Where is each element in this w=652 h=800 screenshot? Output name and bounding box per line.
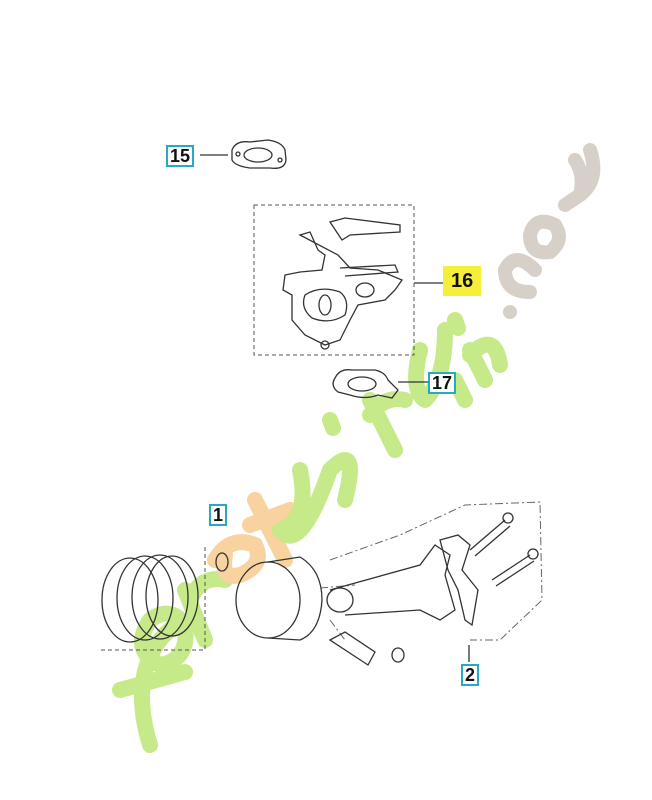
callout-2[interactable]: 2 [461, 664, 480, 686]
gasket-15-drawing [200, 139, 287, 169]
piston-assembly-drawing [100, 501, 543, 666]
callout-17[interactable]: 17 [428, 372, 457, 394]
callout-15[interactable]: 15 [166, 145, 195, 167]
gasket-17-drawing [332, 369, 428, 399]
watermark-logo [112, 143, 601, 753]
carburetor-16-drawing [253, 204, 443, 356]
callout-16[interactable]: 16 [443, 266, 482, 296]
callout-1[interactable]: 1 [209, 504, 228, 526]
